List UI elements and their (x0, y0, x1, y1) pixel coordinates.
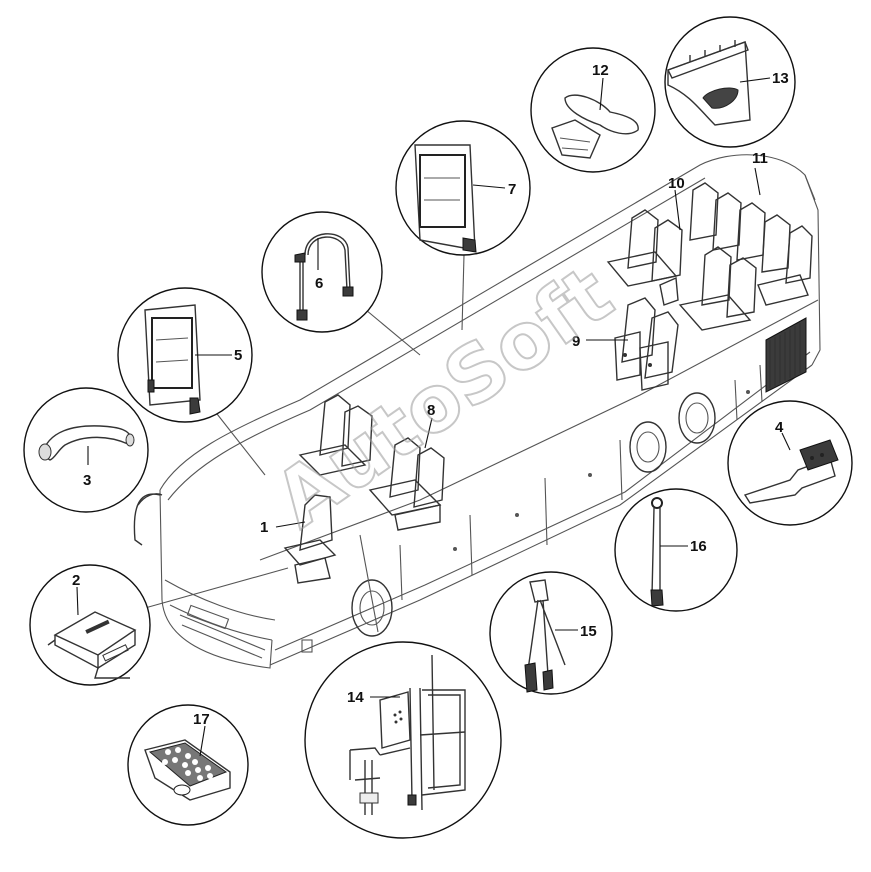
bus-body-outline (133, 154, 821, 669)
callout-7-monitor (395, 120, 531, 256)
label-3: 3 (83, 472, 91, 489)
label-9: 9 (572, 333, 580, 350)
label-4: 4 (775, 419, 784, 436)
passenger-seats-rear (606, 182, 813, 331)
callout-16-belt-anchor (614, 488, 738, 612)
label-8: 8 (427, 402, 435, 419)
label-12: 12 (592, 62, 609, 79)
callout-17-step-plate (127, 704, 249, 826)
callout-5-monitor (117, 287, 253, 423)
leader-lines (144, 254, 465, 633)
label-leaders (76, 77, 791, 757)
label-11: 11 (752, 150, 768, 167)
callout-6-handrail (261, 211, 383, 333)
rear-engine-grille (765, 317, 807, 393)
callout-14-door-frame (304, 641, 502, 839)
callout-3-handle (23, 387, 149, 513)
label-10: 10 (668, 175, 685, 192)
label-5: 5 (234, 347, 242, 364)
driver-seat (283, 494, 337, 584)
label-17: 17 (193, 711, 210, 728)
label-13: 13 (772, 70, 789, 87)
label-14: 14 (347, 689, 364, 706)
label-1: 1 (260, 519, 268, 536)
callout-15-seat-belt (489, 571, 613, 695)
label-15: 15 (580, 623, 597, 640)
callout-4-mount-bracket (727, 400, 853, 526)
passenger-seats-front (298, 394, 445, 531)
callout-2-base-bracket (29, 564, 151, 686)
label-16: 16 (690, 538, 707, 555)
label-6: 6 (315, 275, 323, 292)
seat-pair-9 (614, 297, 679, 391)
label-2: 2 (72, 572, 80, 589)
label-7: 7 (508, 181, 516, 198)
callout-12-headrest-handle (530, 47, 656, 173)
callout-13-seat-rail (664, 16, 796, 148)
callout-labels: 1 2 3 4 5 6 7 8 9 10 11 12 13 14 15 16 1… (72, 62, 789, 728)
